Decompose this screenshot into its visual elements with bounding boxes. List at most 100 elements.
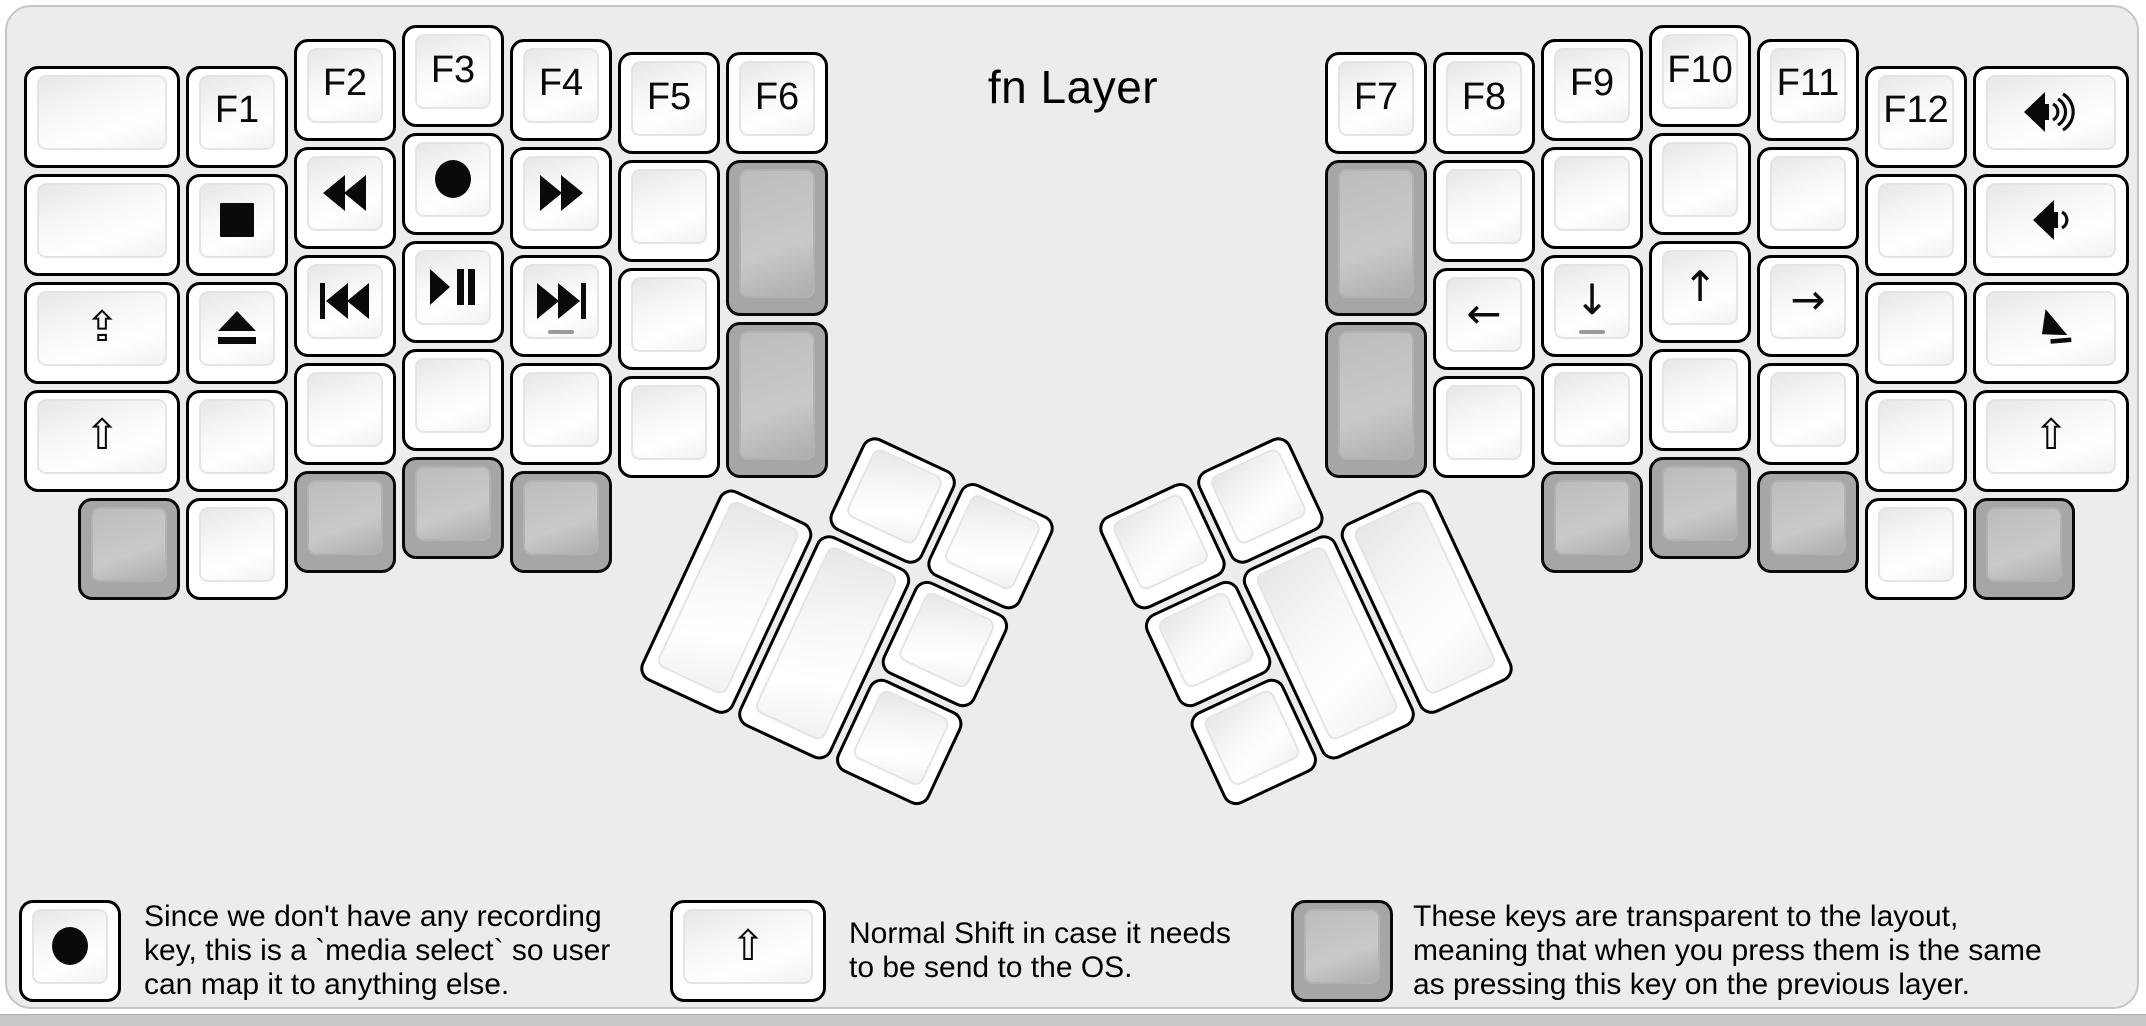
key-label: F11 xyxy=(1776,62,1840,104)
legend-key-transparent xyxy=(1291,900,1393,1002)
keycap-face xyxy=(631,169,707,244)
key-transparent[interactable] xyxy=(294,470,396,573)
key-label: F2 xyxy=(322,62,368,104)
keycap-face xyxy=(1554,371,1630,447)
key-blank[interactable] xyxy=(1649,349,1751,451)
legend-key-media-select xyxy=(19,900,121,1002)
key-shift[interactable]: ⇧ xyxy=(1973,389,2129,492)
keycap-face xyxy=(1662,466,1738,541)
key-transparent[interactable] xyxy=(1757,470,1859,573)
key-f5[interactable]: F5 xyxy=(618,52,720,154)
legend-text-transparent: These keys are transparent to the layout… xyxy=(1413,900,2042,1001)
key-f9[interactable]: F9 xyxy=(1541,38,1643,141)
key-f3[interactable]: F3 xyxy=(402,25,504,127)
keycap-face xyxy=(37,398,167,474)
key-f12[interactable]: F12 xyxy=(1865,65,1967,168)
key-f4[interactable]: F4 xyxy=(510,38,612,141)
key-blank[interactable] xyxy=(1865,389,1967,492)
key-transparent[interactable] xyxy=(726,160,828,316)
keycap-face xyxy=(1662,34,1738,109)
key-f7[interactable]: F7 xyxy=(1325,52,1427,154)
key-shift-glyph: ⇧ xyxy=(730,920,766,970)
key-volume-down[interactable] xyxy=(1973,173,2129,276)
key-arrow-left[interactable]: ← xyxy=(1433,268,1535,370)
legend-item-shift: ⇧ Normal Shift in case it needs to be se… xyxy=(670,897,1231,1005)
keycap-face xyxy=(1770,155,1846,231)
key-media-select[interactable] xyxy=(402,133,504,235)
keycap-face xyxy=(1554,263,1630,339)
key-blank[interactable] xyxy=(618,268,720,370)
key-blank[interactable] xyxy=(402,349,504,451)
key-arrow-down[interactable]: ↓ xyxy=(1541,254,1643,357)
key-mute[interactable] xyxy=(1973,281,2129,384)
key-caps-lock[interactable]: ⇪ xyxy=(24,281,180,384)
key-eject[interactable] xyxy=(186,281,288,384)
key-f10[interactable]: F10 xyxy=(1649,25,1751,127)
record-icon xyxy=(405,136,501,222)
key-blank[interactable] xyxy=(1433,160,1535,262)
key-transparent[interactable] xyxy=(726,322,828,478)
key-blank[interactable] xyxy=(1433,376,1535,478)
keycap-face xyxy=(739,61,815,136)
keycap-face xyxy=(415,466,491,541)
key-blank[interactable] xyxy=(1757,362,1859,465)
key-arrow-left-glyph: ← xyxy=(1466,288,1502,338)
key-blank[interactable] xyxy=(510,362,612,465)
key-blank[interactable] xyxy=(1865,281,1967,384)
key-transparent[interactable] xyxy=(1325,160,1427,316)
key-blank[interactable] xyxy=(1649,133,1751,235)
key-f6[interactable]: F6 xyxy=(726,52,828,154)
key-transparent[interactable] xyxy=(1973,497,2075,600)
key-f8[interactable]: F8 xyxy=(1433,52,1535,154)
key-blank[interactable] xyxy=(24,65,180,168)
key-blank[interactable] xyxy=(24,173,180,276)
key-fast-forward[interactable] xyxy=(510,146,612,249)
key-blank[interactable] xyxy=(1541,362,1643,465)
key-next-track[interactable] xyxy=(510,254,612,357)
key-volume-up[interactable] xyxy=(1973,65,2129,168)
keycap-face xyxy=(523,479,599,555)
key-blank[interactable] xyxy=(1541,146,1643,249)
key-blank[interactable] xyxy=(186,497,288,600)
keycap-face xyxy=(415,250,491,325)
play-pause-icon xyxy=(405,244,501,330)
record-icon xyxy=(22,903,118,989)
key-transparent[interactable] xyxy=(1291,900,1393,1002)
keycap-face xyxy=(1446,385,1522,460)
key-blank[interactable] xyxy=(1865,497,1967,600)
key-prev-track[interactable] xyxy=(294,254,396,357)
keycap-face xyxy=(37,74,167,150)
key-blank[interactable] xyxy=(618,376,720,478)
keycap-face xyxy=(1304,909,1380,984)
key-blank[interactable] xyxy=(1865,173,1967,276)
keycap-face xyxy=(199,398,275,474)
key-transparent[interactable] xyxy=(1541,470,1643,573)
key-blank[interactable] xyxy=(186,389,288,492)
key-play-pause[interactable] xyxy=(402,241,504,343)
key-transparent[interactable] xyxy=(1325,322,1427,478)
key-f11[interactable]: F11 xyxy=(1757,38,1859,141)
key-stop[interactable] xyxy=(186,173,288,276)
keycap-face xyxy=(1446,61,1522,136)
next-track-icon xyxy=(513,258,609,344)
key-transparent[interactable] xyxy=(402,457,504,559)
keycap-face xyxy=(1110,492,1211,593)
keycap-face xyxy=(1770,479,1846,555)
key-media-select[interactable] xyxy=(19,900,121,1002)
key-shift[interactable]: ⇧ xyxy=(24,389,180,492)
key-blank[interactable] xyxy=(618,160,720,262)
keycap-face xyxy=(37,290,167,366)
key-transparent[interactable] xyxy=(510,470,612,573)
key-transparent[interactable] xyxy=(1649,457,1751,559)
key-blank[interactable] xyxy=(294,362,396,465)
key-arrow-up[interactable]: ↑ xyxy=(1649,241,1751,343)
eject-icon xyxy=(189,285,285,371)
key-shift[interactable]: ⇧ xyxy=(670,900,826,1002)
key-rewind[interactable] xyxy=(294,146,396,249)
key-f1[interactable]: F1 xyxy=(186,65,288,168)
key-blank[interactable] xyxy=(1757,146,1859,249)
key-f2[interactable]: F2 xyxy=(294,38,396,141)
key-arrow-right[interactable]: → xyxy=(1757,254,1859,357)
key-transparent[interactable] xyxy=(78,497,180,600)
